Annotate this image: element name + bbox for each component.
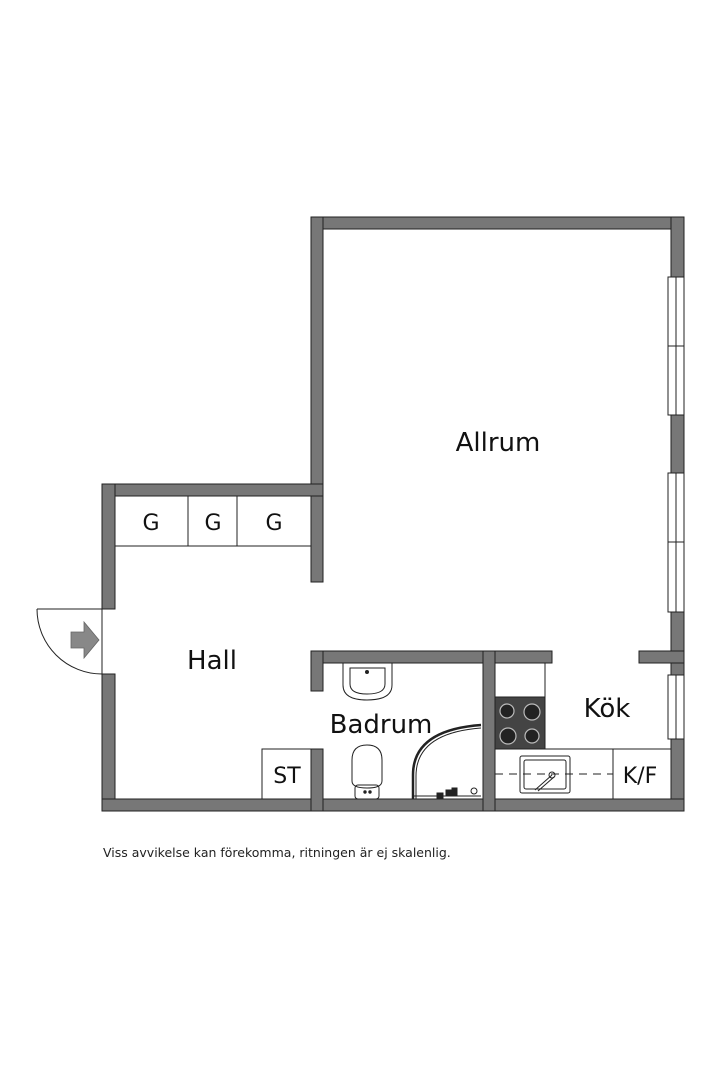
storage-box — [261, 748, 312, 800]
wall-bathroom-right — [482, 650, 496, 812]
room-label-badrum: Badrum — [330, 710, 433, 740]
shower-drain-icon — [470, 787, 478, 795]
wardrobe-label-3: G — [265, 511, 282, 536]
wall-bathroom-left-lower — [310, 748, 324, 812]
room-label-kok: Kök — [584, 694, 631, 724]
wall-bottom — [101, 798, 685, 812]
wall-bathroom-top — [310, 650, 553, 664]
wall-bathroom-left-upper — [310, 650, 324, 692]
toilet-icon — [351, 744, 383, 800]
wall-hall-left-upper — [101, 483, 116, 610]
wall-right-mid1 — [670, 414, 685, 474]
wall-hall-top — [101, 483, 324, 497]
entry-arrow-icon — [70, 620, 100, 660]
shower — [411, 723, 482, 800]
wardrobe-label-1: G — [142, 511, 159, 536]
kitchen-sink-icon — [519, 755, 571, 794]
room-label-hall: Hall — [187, 646, 237, 676]
disclaimer-text: Viss avvikelse kan förekomma, ritningen … — [103, 845, 451, 860]
wall-allrum-left — [310, 216, 324, 583]
wall-hall-left-lower — [101, 673, 116, 812]
wardrobe-label-2: G — [204, 511, 221, 536]
room-label-allrum: Allrum — [456, 428, 541, 458]
wall-top — [310, 216, 685, 230]
entrance-door — [36, 608, 103, 675]
storage-label: ST — [273, 764, 301, 789]
windows — [667, 276, 685, 740]
cooktop-icon — [494, 696, 546, 750]
wardrobes — [114, 495, 312, 547]
wall-right-upper — [670, 216, 685, 278]
walls — [101, 216, 685, 812]
wall-kitchen-stub — [638, 650, 685, 664]
wall-right-mid2 — [670, 611, 685, 676]
bathroom-sink — [342, 662, 393, 701]
fridge-freezer-label: K/F — [623, 764, 658, 789]
